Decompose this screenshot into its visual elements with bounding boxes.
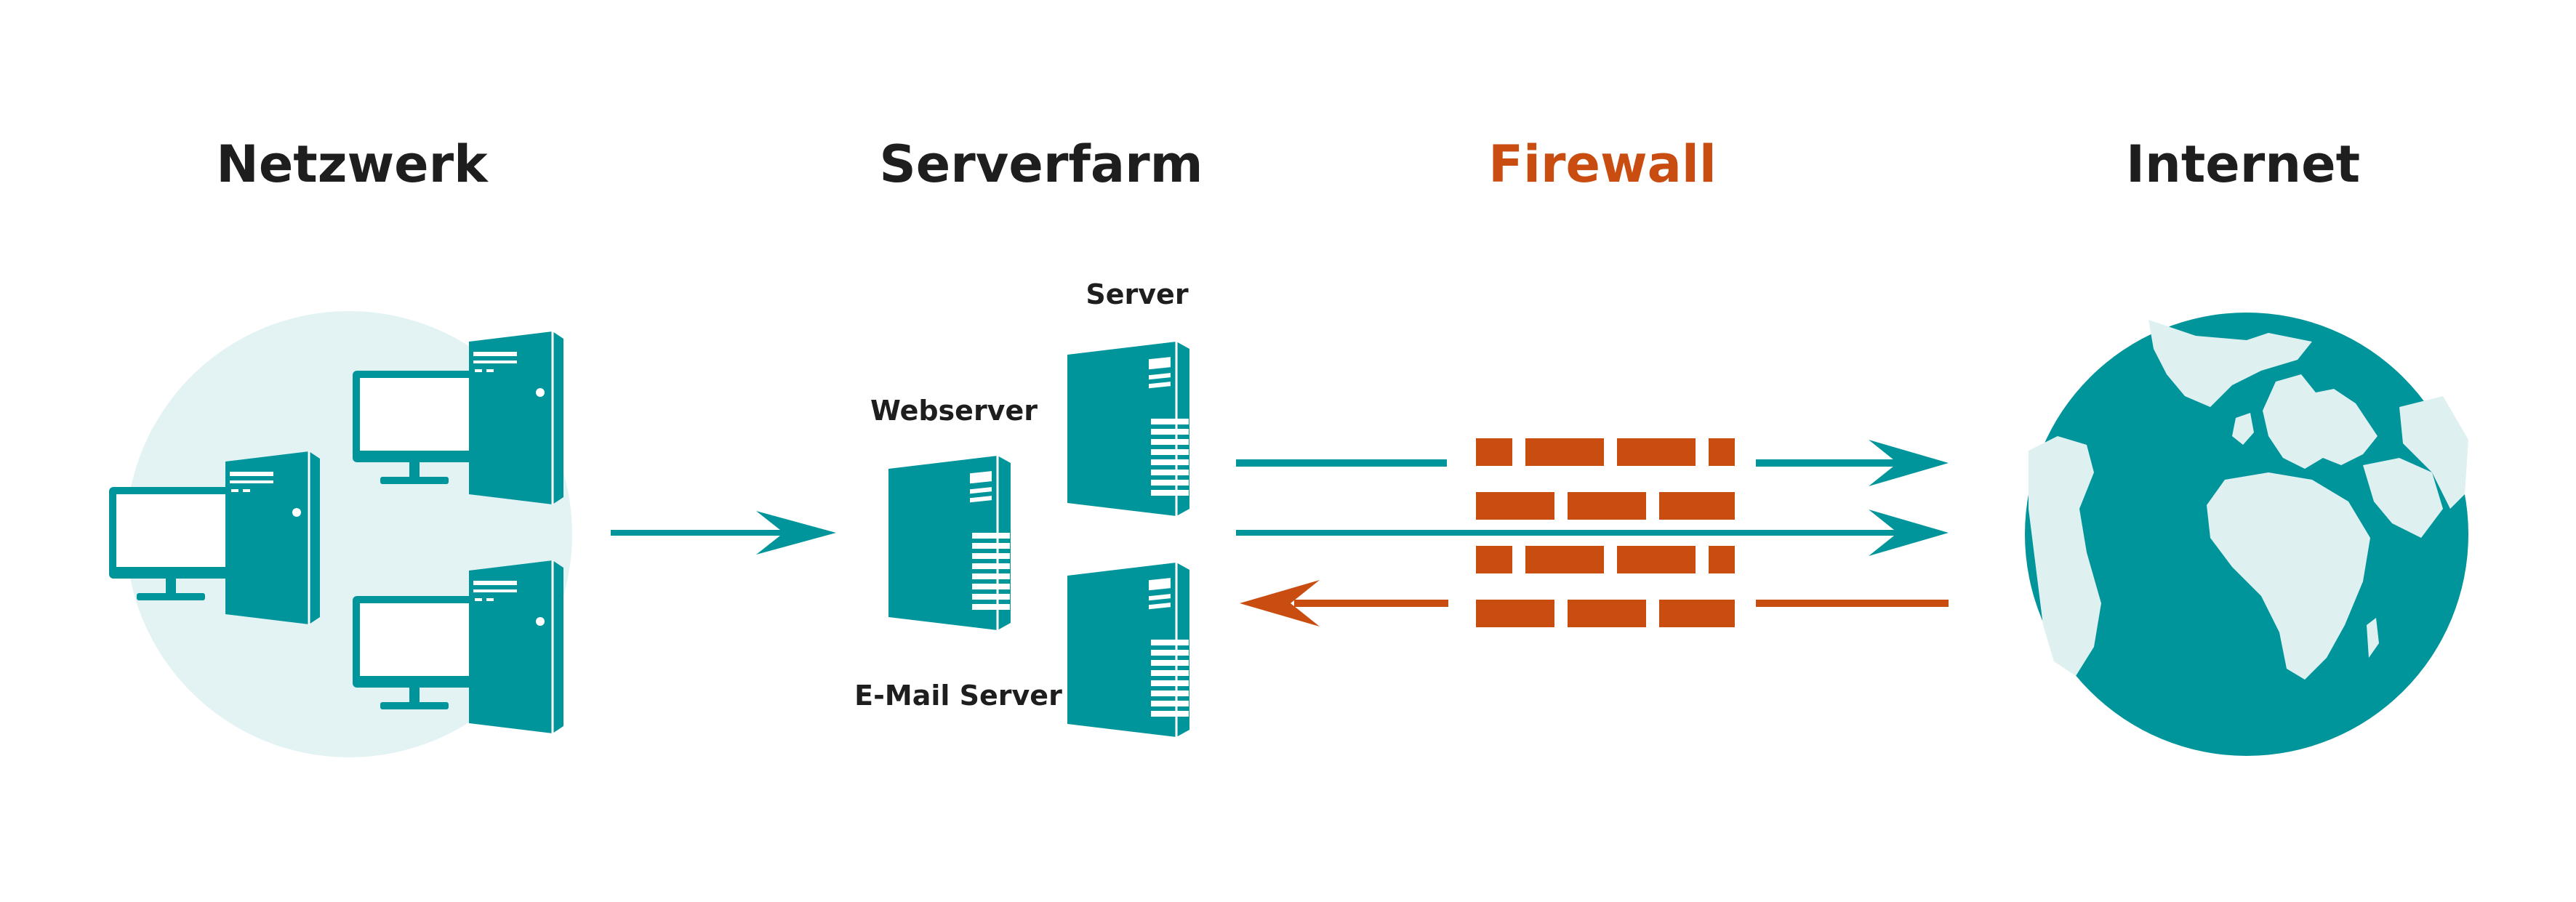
arrow-right-icon bbox=[1236, 510, 1949, 556]
label-server: Server bbox=[1086, 278, 1188, 310]
firewall-brick-wall-icon bbox=[1476, 438, 1735, 627]
desktop-computer-icon bbox=[468, 559, 565, 735]
heading-firewall: Firewall bbox=[1488, 134, 1717, 194]
arrow-right-icon bbox=[611, 511, 836, 555]
label-webserver: Webserver bbox=[870, 395, 1038, 427]
server-tower-icon bbox=[1066, 561, 1191, 738]
globe-icon bbox=[2025, 313, 2468, 756]
server-tower-icon bbox=[1066, 340, 1191, 518]
outbound-traffic-top bbox=[1236, 440, 1949, 486]
arrow-left-icon bbox=[1240, 580, 1448, 627]
inbound-traffic-bottom bbox=[1240, 580, 1949, 627]
desktop-computer-icon bbox=[224, 450, 321, 626]
heading-server-farm: Serverfarm bbox=[879, 134, 1203, 194]
server-farm-group bbox=[887, 340, 1191, 738]
heading-network: Netzwerk bbox=[216, 134, 489, 194]
heading-internet: Internet bbox=[2126, 134, 2360, 194]
desktop-computer-icon bbox=[468, 330, 565, 506]
arrow-right-icon bbox=[1756, 440, 1949, 486]
server-tower-icon bbox=[887, 454, 1012, 632]
network-group bbox=[109, 311, 572, 757]
label-email-server: E-Mail Server bbox=[854, 680, 1062, 712]
